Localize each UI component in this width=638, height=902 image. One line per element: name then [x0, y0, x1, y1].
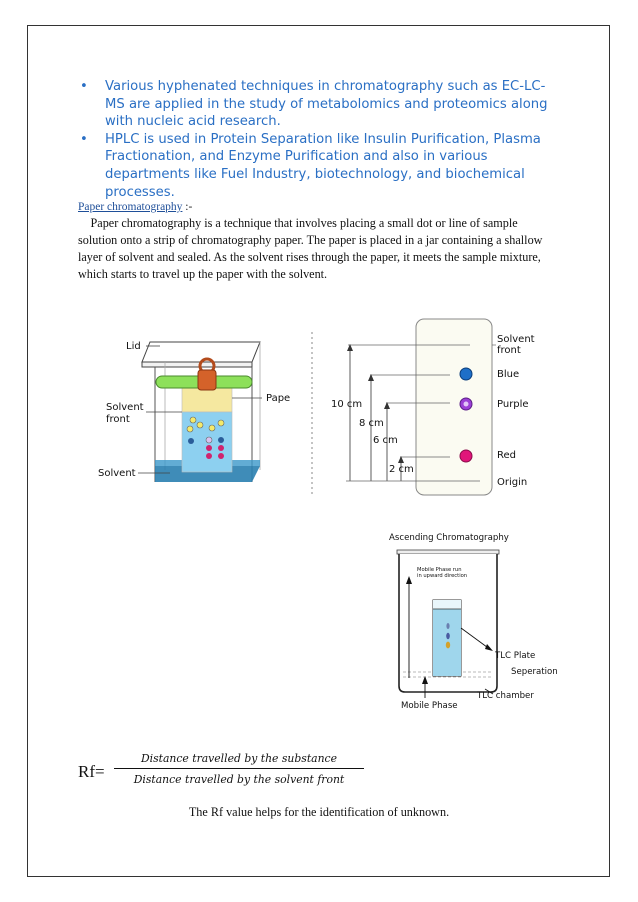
spot: [217, 419, 225, 427]
label-solvent: Solvent: [98, 468, 136, 479]
label-solvent-front-2: front: [106, 414, 130, 425]
rf-label: Rf=: [78, 762, 105, 781]
label-tlc-plate: TLC Plate: [494, 651, 535, 661]
label-lid: Lid: [126, 341, 141, 352]
bullet-item: • HPLC is used in Protein Separation like…: [80, 131, 560, 201]
rf-fraction: Distance travelled by the substance Dist…: [114, 752, 364, 786]
label-mobile-run-2: in upward direction: [417, 573, 467, 579]
tlc-strip: [415, 318, 493, 496]
label-solvent-front-2: front: [497, 345, 521, 356]
label-mobile-run: Mobile Phase run: [417, 567, 462, 573]
bullet-text: Various hyphenated techniques in chromat…: [105, 79, 548, 130]
spot: [189, 416, 197, 424]
label-origin: Origin: [497, 477, 527, 488]
spot: [196, 421, 204, 429]
label-10cm: 10 cm: [331, 399, 362, 410]
section-title: Paper chromatography: [78, 201, 183, 213]
rf-note: The Rf value helps for the identificatio…: [188, 805, 450, 819]
figure-divider: [311, 332, 313, 494]
plate-spot: [446, 623, 450, 629]
bullet-glyph: •: [80, 131, 88, 147]
plate-spot: [446, 632, 450, 640]
fig3-title: Ascending Chromatography: [389, 533, 509, 543]
label-2cm: 2 cm: [389, 464, 414, 475]
rf-numerator: Distance travelled by the substance: [114, 752, 364, 769]
label-solvent-front: Solvent: [497, 334, 535, 345]
label-paper: Paper: [266, 393, 290, 404]
section-paragraph:   Paper chromatography is a technique th…: [78, 216, 543, 281]
ascending-chromatography-diagram: Ascending Chromatography Mobile Phase ru…: [389, 533, 558, 711]
jar-diagram: Lid Paper Solvent front Solvent: [98, 341, 290, 482]
tlc-plate-dry: [433, 600, 461, 609]
label-seperation: Seperation: [511, 667, 558, 677]
section-heading: Paper chromatography :-: [78, 201, 192, 213]
red-spot: [459, 449, 473, 463]
rf-denominator: Distance travelled by the solvent front: [133, 773, 345, 786]
label-mobile-phase: Mobile Phase: [401, 701, 458, 711]
purple-spot-core: [463, 401, 469, 407]
rf-strip-diagram: 10 cm 8 cm 6 cm 2 cm Solvent front Blue …: [331, 318, 535, 496]
chamber-lid: [396, 549, 500, 555]
label-blue: Blue: [497, 369, 519, 380]
label-purple: Purple: [497, 399, 529, 410]
lid-shape: [141, 341, 261, 363]
bullet-item: • Various hyphenated techniques in chroma…: [80, 78, 560, 131]
bullet-glyph: •: [80, 79, 88, 94]
label-8cm: 8 cm: [359, 418, 384, 429]
label-6cm: 6 cm: [373, 435, 398, 446]
spot: [218, 437, 224, 443]
chamber-leader: [484, 688, 494, 695]
paper-upper: [181, 387, 233, 413]
bullet-text: HPLC is used in Protein Separation like …: [105, 131, 541, 200]
plate-leader: [460, 627, 492, 651]
spot: [186, 425, 194, 433]
blue-spot: [459, 367, 473, 381]
spot: [218, 453, 224, 459]
section-title-suffix: :-: [185, 201, 193, 213]
spot: [205, 436, 213, 444]
plate-spot: [445, 641, 451, 649]
lid-edge: [141, 361, 253, 368]
label-red: Red: [497, 450, 516, 461]
page-border: [27, 25, 610, 877]
solvent-layer: [155, 466, 260, 482]
label-solvent-front: Solvent: [106, 402, 144, 413]
label-tlc-chamber: TLC chamber: [476, 691, 534, 701]
bullet-list: • Various hyphenated techniques in chroma…: [80, 78, 560, 201]
spot: [206, 453, 212, 459]
spot: [218, 445, 224, 451]
spot: [208, 424, 216, 432]
clip-body: [197, 369, 217, 391]
spot: [206, 445, 212, 451]
spot: [188, 438, 194, 444]
